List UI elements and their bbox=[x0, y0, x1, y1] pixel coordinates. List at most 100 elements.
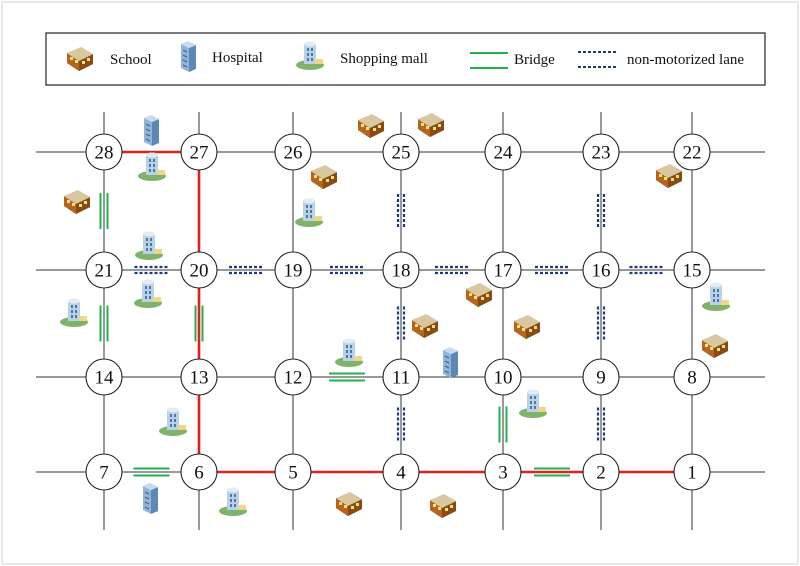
node-label: 24 bbox=[494, 143, 514, 164]
node-circle bbox=[582, 453, 620, 491]
intersection-node-21: 21 bbox=[85, 251, 123, 289]
intersection-node-18: 18 bbox=[382, 251, 420, 289]
intersection-node-3: 3 bbox=[484, 453, 522, 491]
node-label: 1 bbox=[687, 463, 697, 484]
bridge-2-3 bbox=[534, 467, 570, 477]
intersection-node-4: 4 bbox=[382, 453, 420, 491]
legend-label-hospital: Hospital bbox=[212, 50, 263, 66]
node-label: 8 bbox=[687, 368, 697, 389]
intersection-node-13: 13 bbox=[180, 358, 218, 396]
legend-label-shopping-mall: Shopping mall bbox=[340, 51, 428, 67]
node-circle bbox=[382, 251, 420, 289]
non-motorized-lane-18-25 bbox=[396, 194, 406, 228]
intersection-node-17: 17 bbox=[484, 251, 522, 289]
intersection-node-16: 16 bbox=[582, 251, 620, 289]
intersection-node-26: 26 bbox=[274, 133, 312, 171]
node-label: 9 bbox=[596, 368, 606, 389]
bridge-13-20 bbox=[194, 305, 204, 342]
shopping-mall-icon bbox=[519, 389, 547, 418]
node-label: 6 bbox=[194, 463, 204, 484]
shopping-mall-icon bbox=[159, 407, 187, 436]
node-circle bbox=[673, 453, 711, 491]
shopping-mall-icon bbox=[295, 198, 323, 227]
intersection-node-11: 11 bbox=[382, 358, 420, 396]
intersection-node-8: 8 bbox=[673, 358, 711, 396]
node-circle bbox=[274, 251, 312, 289]
non-motorized-lane-15-16 bbox=[629, 265, 664, 275]
node-circle bbox=[382, 453, 420, 491]
node-label: 27 bbox=[190, 143, 209, 164]
hospital-icon bbox=[142, 482, 159, 515]
school-icon bbox=[466, 283, 492, 307]
school-icon bbox=[430, 494, 456, 518]
node-label: 4 bbox=[396, 463, 406, 484]
school-icon bbox=[336, 492, 362, 516]
node-label: 28 bbox=[95, 143, 114, 164]
intersection-node-9: 9 bbox=[582, 358, 620, 396]
node-circle bbox=[180, 358, 218, 396]
bridge-6-7 bbox=[133, 467, 170, 477]
node-label: 21 bbox=[95, 261, 114, 282]
node-circle bbox=[484, 358, 522, 396]
node-circle bbox=[274, 358, 312, 396]
node-circle bbox=[582, 358, 620, 396]
intersection-node-23: 23 bbox=[582, 133, 620, 171]
intersection-node-19: 19 bbox=[274, 251, 312, 289]
school-icon bbox=[702, 334, 728, 358]
legend-label-non-motorized-lane: non-motorized lane bbox=[627, 52, 744, 68]
node-label: 2 bbox=[596, 463, 606, 484]
non-motorized-lane-9-16 bbox=[596, 306, 606, 341]
node-label: 22 bbox=[683, 143, 702, 164]
school-icon bbox=[358, 114, 384, 138]
node-circle bbox=[85, 453, 123, 491]
node-circle bbox=[673, 358, 711, 396]
shopping-mall-icon bbox=[135, 231, 163, 260]
node-circle bbox=[484, 133, 522, 171]
intersection-node-25: 25 bbox=[382, 133, 420, 171]
intersection-node-10: 10 bbox=[484, 358, 522, 396]
intersection-node-24: 24 bbox=[484, 133, 522, 171]
node-circle bbox=[85, 251, 123, 289]
intersection-node-2: 2 bbox=[582, 453, 620, 491]
shopping-mall-icon bbox=[60, 298, 88, 327]
node-label: 18 bbox=[392, 261, 411, 282]
shopping-mall-icon bbox=[702, 282, 730, 311]
intersection-nodes: 1234567891011121314151617181920212223242… bbox=[85, 133, 711, 491]
hospital-icon bbox=[143, 114, 160, 147]
intersection-node-28: 28 bbox=[85, 133, 123, 171]
school-icon bbox=[311, 165, 337, 189]
bridge-11-12 bbox=[329, 372, 365, 382]
node-label: 10 bbox=[494, 368, 513, 389]
school-icon bbox=[418, 113, 444, 137]
non-motorized-lane-4-11 bbox=[396, 407, 406, 442]
node-label: 13 bbox=[190, 368, 209, 389]
shopping-mall-icon bbox=[134, 279, 162, 308]
hospital-icon bbox=[180, 40, 197, 73]
legend: School Hospital Shopping mall Bridge non… bbox=[45, 32, 766, 86]
node-circle bbox=[85, 133, 123, 171]
node-circle bbox=[180, 251, 218, 289]
intersection-node-7: 7 bbox=[85, 453, 123, 491]
node-circle bbox=[85, 358, 123, 396]
node-circle bbox=[582, 133, 620, 171]
node-label: 12 bbox=[284, 368, 303, 389]
node-circle bbox=[180, 453, 218, 491]
node-circle bbox=[382, 358, 420, 396]
bridge-3-10 bbox=[498, 406, 508, 443]
node-label: 3 bbox=[498, 463, 508, 484]
bridges-layer bbox=[99, 193, 570, 477]
intersection-node-12: 12 bbox=[274, 358, 312, 396]
node-circle bbox=[484, 251, 522, 289]
legend-label-school: School bbox=[110, 52, 152, 68]
intersection-node-6: 6 bbox=[180, 453, 218, 491]
intersection-node-20: 20 bbox=[180, 251, 218, 289]
node-label: 17 bbox=[494, 261, 513, 282]
non-motorized-lane-19-20 bbox=[229, 265, 263, 275]
bridge-14-21 bbox=[99, 305, 109, 342]
school-icon bbox=[412, 314, 438, 338]
school-icon bbox=[514, 315, 540, 339]
shopping-mall-icon bbox=[219, 487, 247, 516]
non-motorized-lane-20-21 bbox=[134, 265, 169, 275]
node-label: 11 bbox=[392, 368, 410, 389]
